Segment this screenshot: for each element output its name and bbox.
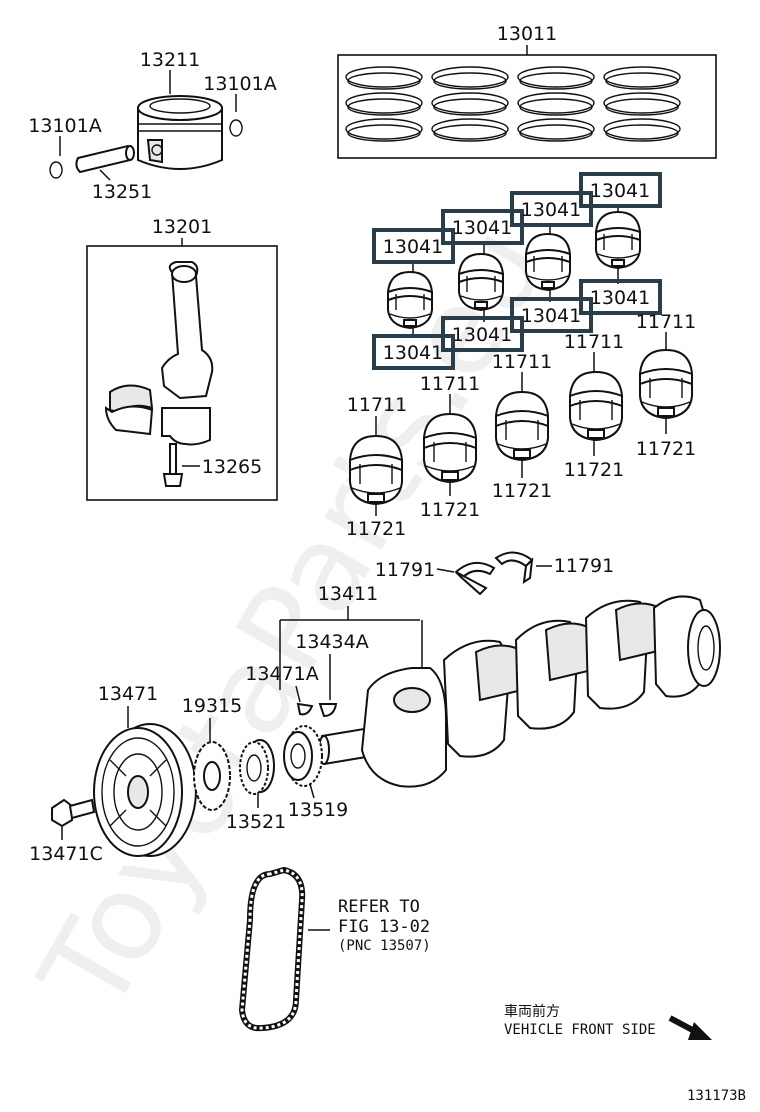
label-13041-f[interactable]: 13041 <box>510 297 593 333</box>
refer-line-3: (PNC 13507) <box>338 938 431 954</box>
timing-chain <box>238 866 306 1032</box>
main-bearing-3 <box>495 391 549 461</box>
label-19315[interactable]: 19315 <box>182 695 242 717</box>
pulley-bolt <box>51 798 96 828</box>
rod-bearing-1 <box>387 271 433 329</box>
svg-text:13041: 13041 <box>590 287 650 309</box>
label-13041-a[interactable]: 13041 <box>372 228 455 264</box>
svg-text:13041: 13041 <box>452 217 512 239</box>
main-bearing-2 <box>423 413 477 483</box>
thrust-washer-right <box>494 551 534 585</box>
svg-text:13041: 13041 <box>521 199 581 221</box>
label-13251[interactable]: 13251 <box>92 181 152 203</box>
label-13041-c[interactable]: 13041 <box>510 191 593 227</box>
label-13471c[interactable]: 13471C <box>29 843 103 865</box>
main-bearing-5 <box>639 349 693 419</box>
crank-pulley <box>93 723 197 857</box>
svg-text:13041: 13041 <box>452 324 512 346</box>
key-13471a <box>296 702 314 716</box>
label-13411[interactable]: 13411 <box>318 583 378 605</box>
front-arrow-icon <box>668 1015 712 1040</box>
label-13471[interactable]: 13471 <box>98 683 158 705</box>
label-13011[interactable]: 13011 <box>497 23 557 45</box>
main-bearing-leaders <box>375 332 667 516</box>
label-13041-h[interactable]: 13041 <box>372 334 455 370</box>
key-13434a <box>318 703 338 718</box>
label-13471a[interactable]: 13471A <box>245 663 318 685</box>
label-13101a-left[interactable]: 13101A <box>28 115 101 137</box>
label-13041-d[interactable]: 13041 <box>579 172 662 208</box>
connecting-rod <box>104 261 214 446</box>
label-11721-b[interactable]: 11721 <box>420 499 480 521</box>
main-bearing-4 <box>569 371 623 441</box>
crank-sprocket <box>239 739 275 795</box>
label-13434a[interactable]: 13434A <box>295 631 368 653</box>
crankshaft-bracket <box>279 606 423 690</box>
snap-ring-left <box>49 161 63 179</box>
rod-bearing-4 <box>595 211 641 269</box>
timing-rotor <box>193 741 231 811</box>
label-11721-c[interactable]: 11721 <box>492 480 552 502</box>
label-13265[interactable]: 13265 <box>202 456 262 478</box>
rod-bolt <box>162 443 184 487</box>
piston-ring-set <box>337 54 717 159</box>
label-11721-d[interactable]: 11721 <box>564 459 624 481</box>
label-11711-b[interactable]: 11711 <box>420 373 480 395</box>
label-11711-a[interactable]: 11711 <box>347 394 407 416</box>
crank-gear <box>283 725 323 787</box>
svg-text:13041: 13041 <box>521 305 581 327</box>
label-11721-a[interactable]: 11721 <box>346 518 406 540</box>
figure-id: 131173B <box>687 1088 746 1104</box>
piston <box>137 95 223 170</box>
svg-text:13041: 13041 <box>383 236 443 258</box>
label-11791-right[interactable]: 11791 <box>554 555 614 577</box>
label-13201[interactable]: 13201 <box>152 216 212 238</box>
refer-line-2: FIG 13-02 <box>338 917 430 937</box>
rod-bearing-3 <box>525 233 571 291</box>
label-11791-left[interactable]: 11791 <box>375 559 435 581</box>
direction-jp: 車両前方 <box>504 1003 560 1020</box>
main-bearing-1 <box>349 435 403 505</box>
refer-line-1: REFER TO <box>338 897 420 917</box>
label-11711-c[interactable]: 11711 <box>492 351 552 373</box>
label-13211[interactable]: 13211 <box>140 49 200 71</box>
rod-bearing-2 <box>458 253 504 311</box>
crankshaft <box>318 595 721 788</box>
label-11711-e[interactable]: 11711 <box>636 311 696 333</box>
label-11711-d[interactable]: 11711 <box>564 331 624 353</box>
snap-ring-right <box>229 119 243 137</box>
piston-pin <box>75 144 135 174</box>
label-13521[interactable]: 13521 <box>226 811 286 833</box>
direction-en: VEHICLE FRONT SIDE <box>504 1022 656 1038</box>
label-11721-e[interactable]: 11721 <box>636 438 696 460</box>
label-13519[interactable]: 13519 <box>288 799 348 821</box>
thrust-washer-left <box>454 561 496 596</box>
svg-text:13041: 13041 <box>590 180 650 202</box>
svg-text:13041: 13041 <box>383 342 443 364</box>
label-13101a-right[interactable]: 13101A <box>203 73 276 95</box>
